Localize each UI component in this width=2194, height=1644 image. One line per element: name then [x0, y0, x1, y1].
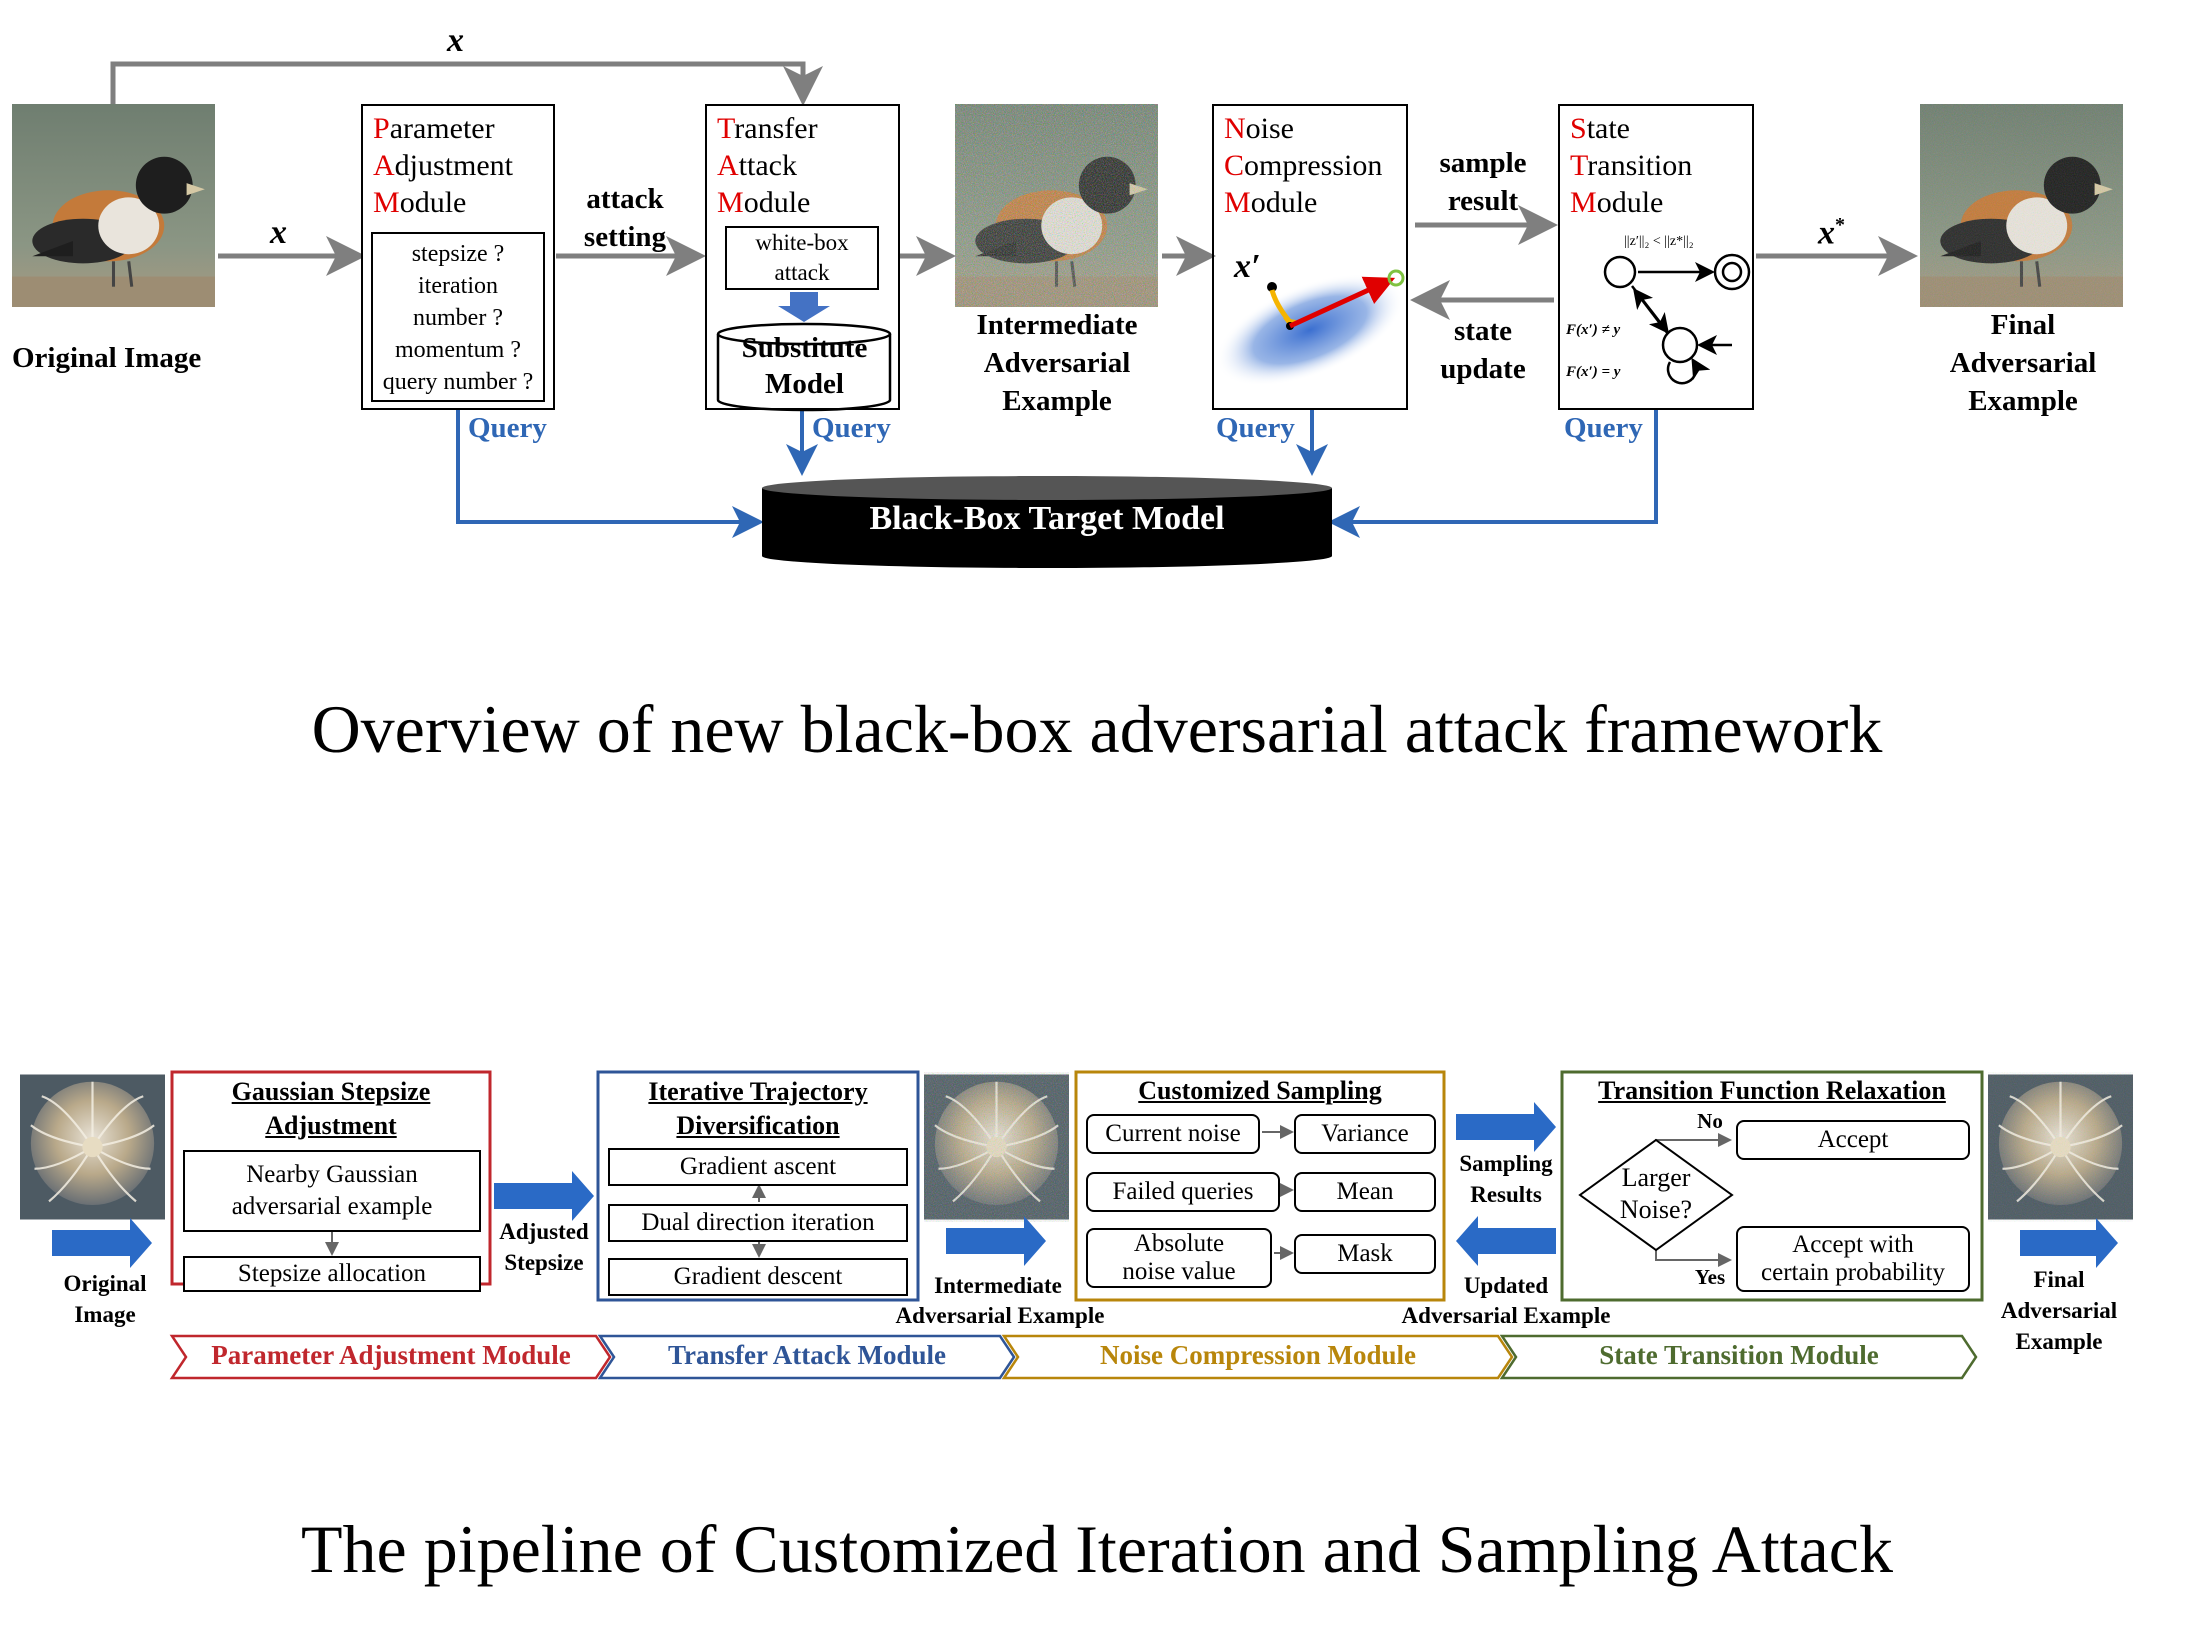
gradient-ascent-box: Gradient ascent — [608, 1148, 908, 1186]
black-box-target-model: Black-Box Target Model — [869, 500, 1225, 537]
block-arrow-final — [2020, 1218, 2118, 1268]
query-label-stm: Query — [1564, 412, 1643, 444]
block-arrow-sampling — [1456, 1102, 1556, 1152]
query-arrow-pam — [456, 410, 764, 538]
stm-condition-neq: F(x′) ≠ y — [1566, 322, 1621, 338]
query-label-ncm: Query — [1216, 412, 1295, 444]
failed-queries-box: Failed queries — [1086, 1172, 1280, 1212]
accept-box: Accept — [1736, 1120, 1970, 1160]
bottom-intermediate-label-2: Adversarial Example — [895, 1303, 1105, 1328]
dual-direction-box: Dual direction iteration — [608, 1204, 908, 1242]
ncm-title: Noise Compression Module — [1224, 112, 1383, 219]
stm-condition-eq: F(x′) = y — [1566, 364, 1621, 380]
noise-compression-module: Noise Compression Module — [1212, 104, 1408, 410]
whitebox-down-arrow — [778, 292, 830, 322]
bottom-block-arrows — [52, 1102, 2118, 1268]
chevron-ncm — [1001, 1334, 1514, 1380]
block-arrow-intermediate — [946, 1216, 1046, 1266]
query-arrow-stm — [1328, 410, 1658, 538]
mean-box: Mean — [1294, 1172, 1436, 1212]
x-prime-label: x′ — [1234, 248, 1261, 285]
input-x-label: x — [270, 214, 287, 251]
block-arrow-original — [52, 1218, 152, 1268]
stm-condition-norm: ||z′||₂ < ||z*||₂ — [1624, 234, 1694, 249]
query-label-pam: Query — [468, 412, 547, 444]
substitute-model-cylinder — [716, 322, 892, 412]
bottom-final-image — [1988, 1072, 2133, 1222]
chevron-pam — [169, 1334, 612, 1380]
top-skip-arrow — [110, 61, 823, 106]
frame-transition-relaxation — [1560, 1070, 1984, 1302]
mask-box: Mask — [1294, 1234, 1436, 1274]
frame-iterative-trajectory — [596, 1070, 920, 1302]
skip-x-label: x — [447, 22, 464, 59]
top-final-image — [1920, 104, 2123, 307]
original-image-label: Original Image — [12, 342, 202, 374]
block-arrow-adjusted — [494, 1171, 594, 1221]
state-transition-module: State Transition Module ||z′||₂ < ||z*||… — [1558, 104, 1754, 410]
current-noise-box: Current noise — [1086, 1114, 1260, 1154]
bottom-caption: The pipeline of Customized Iteration and… — [301, 1511, 1893, 1587]
bottom-intermediate-label: Intermediate — [934, 1273, 1062, 1298]
yes-label: Yes — [1694, 1265, 1726, 1289]
variance-box: Variance — [1294, 1114, 1436, 1154]
x-star-label: x* — [1818, 214, 1845, 252]
chevron-label-stm: State Transition Module — [1599, 1340, 1879, 1370]
top-original-image — [12, 104, 215, 307]
bottom-original-image — [20, 1073, 165, 1221]
top-caption: Overview of new black-box adversarial at… — [311, 691, 1883, 767]
tfr-title: Transition Function Relaxation — [1598, 1076, 1946, 1105]
larger-noise-diamond — [1578, 1138, 1734, 1252]
updated-label-2: Adversarial Example — [1401, 1303, 1611, 1328]
parameter-adjustment-module: Parameter Adjustment Module stepsize ? i… — [361, 104, 555, 410]
block-arrow-updated — [1456, 1216, 1556, 1266]
chevron-stm — [1499, 1334, 1978, 1380]
top-intermediate-image — [955, 104, 1158, 307]
chevron-label-pam: Parameter Adjustment Module — [211, 1340, 571, 1370]
tam-title: Transfer Attack Module — [717, 112, 818, 219]
stm-title: State Transition Module — [1570, 112, 1693, 219]
black-box-cylinder — [762, 476, 1332, 568]
cs-title: Customized Sampling — [1138, 1076, 1382, 1105]
module-chevrons — [169, 1334, 1978, 1380]
chevron-label-ncm: Noise Compression Module — [1099, 1340, 1416, 1370]
bottom-intermediate-image — [924, 1072, 1069, 1222]
no-label: No — [1697, 1109, 1723, 1133]
query-label-tam: Query — [812, 412, 891, 444]
chevron-tam — [597, 1334, 1016, 1380]
pam-items-box: stepsize ? iteration number ? momentum ?… — [371, 232, 545, 402]
ncm-illustration — [1215, 269, 1405, 387]
updated-label: Updated — [1463, 1273, 1549, 1298]
stepsize-allocation-box: Stepsize allocation — [183, 1256, 481, 1292]
frame-customized-sampling — [1074, 1070, 1446, 1302]
stm-state-diagram — [1603, 253, 1751, 385]
gradient-descent-box: Gradient descent — [608, 1258, 908, 1296]
pam-title: Parameter Adjustment Module — [373, 112, 514, 219]
chevron-label-tam: Transfer Attack Module — [668, 1340, 946, 1370]
